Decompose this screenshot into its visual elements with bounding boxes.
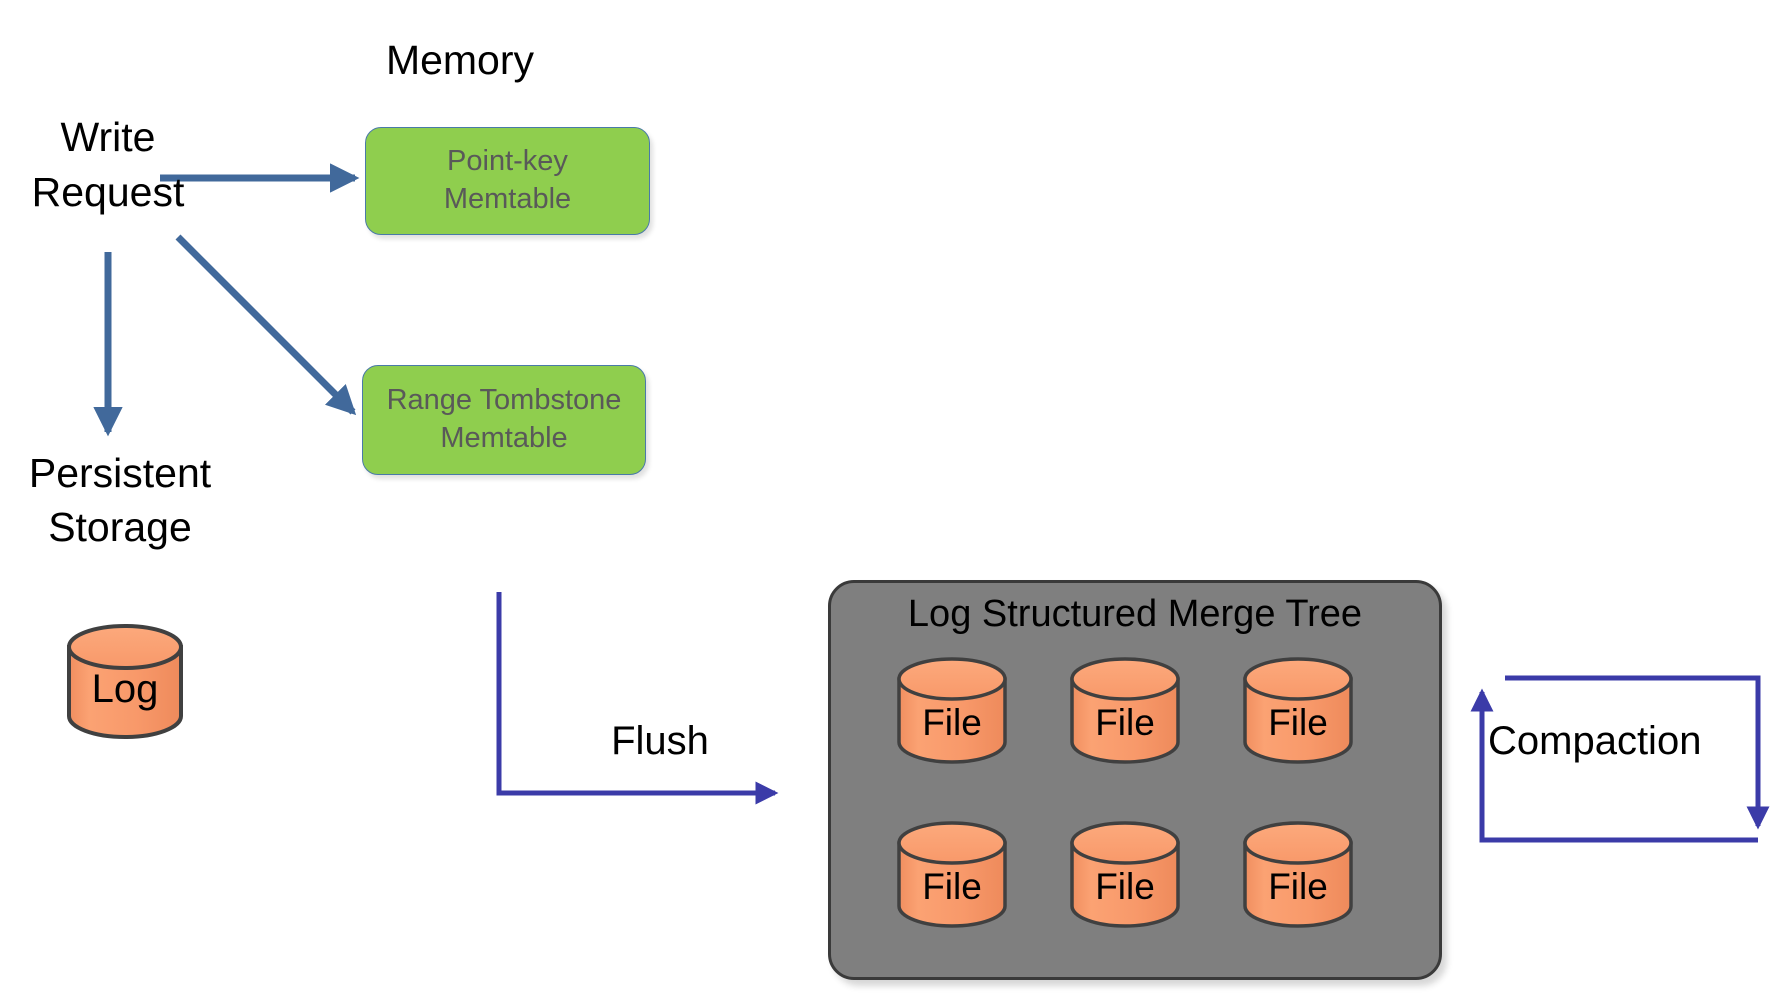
file-cylinder-3-label: File xyxy=(1268,702,1328,743)
file-cylinder-4-label: File xyxy=(922,866,982,907)
compaction-label: Compaction xyxy=(1488,719,1702,763)
file-cylinder-5-label: File xyxy=(1095,866,1155,907)
log-cylinder-label: Log xyxy=(91,667,159,711)
file-cylinder-1[interactable]: File xyxy=(897,659,1007,777)
file-cylinder-4[interactable]: File xyxy=(897,823,1007,941)
arrow-write-to-range-tombstone xyxy=(175,234,357,416)
log-cylinder[interactable]: Log xyxy=(67,624,183,740)
file-cylinder-2-label: File xyxy=(1095,702,1155,743)
file-cylinder-3[interactable]: File xyxy=(1243,659,1353,777)
file-cylinder-6[interactable]: File xyxy=(1243,823,1353,941)
file-cylinder-6-label: File xyxy=(1268,866,1328,907)
flush-label: Flush xyxy=(611,719,709,763)
memory-section-title: Memory xyxy=(385,37,535,83)
file-cylinder-1-label: File xyxy=(922,702,982,743)
file-cylinder-5[interactable]: File xyxy=(1070,823,1180,941)
file-cylinder-2[interactable]: File xyxy=(1070,659,1180,777)
